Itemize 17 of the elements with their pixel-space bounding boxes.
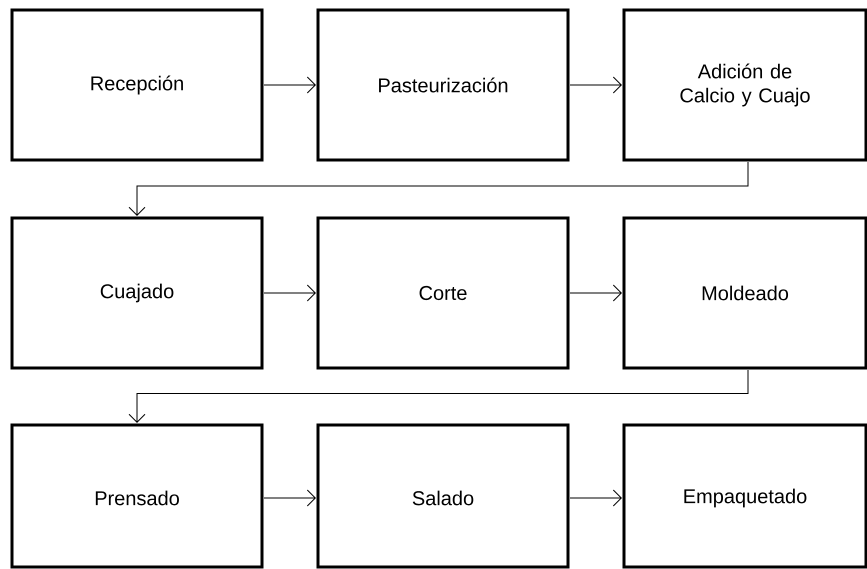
process-box: Cuajado xyxy=(10,216,264,370)
process-box: Recepción xyxy=(10,8,264,162)
process-box: Salado xyxy=(316,424,570,568)
arrow xyxy=(128,162,748,216)
process-box: Adición de Calcio y Cuajo xyxy=(622,8,867,162)
arrow xyxy=(128,370,748,423)
arrow xyxy=(264,76,316,94)
arrow xyxy=(570,490,622,506)
process-box: Corte xyxy=(316,216,570,370)
arrow xyxy=(570,284,622,302)
process-box: Moldeado xyxy=(622,216,867,370)
process-box: Empaquetado xyxy=(622,424,867,568)
arrow xyxy=(264,284,316,302)
process-box: Prensado xyxy=(10,424,264,568)
arrow xyxy=(264,490,316,506)
arrow xyxy=(570,76,622,94)
process-box: Pasteurización xyxy=(316,8,570,162)
